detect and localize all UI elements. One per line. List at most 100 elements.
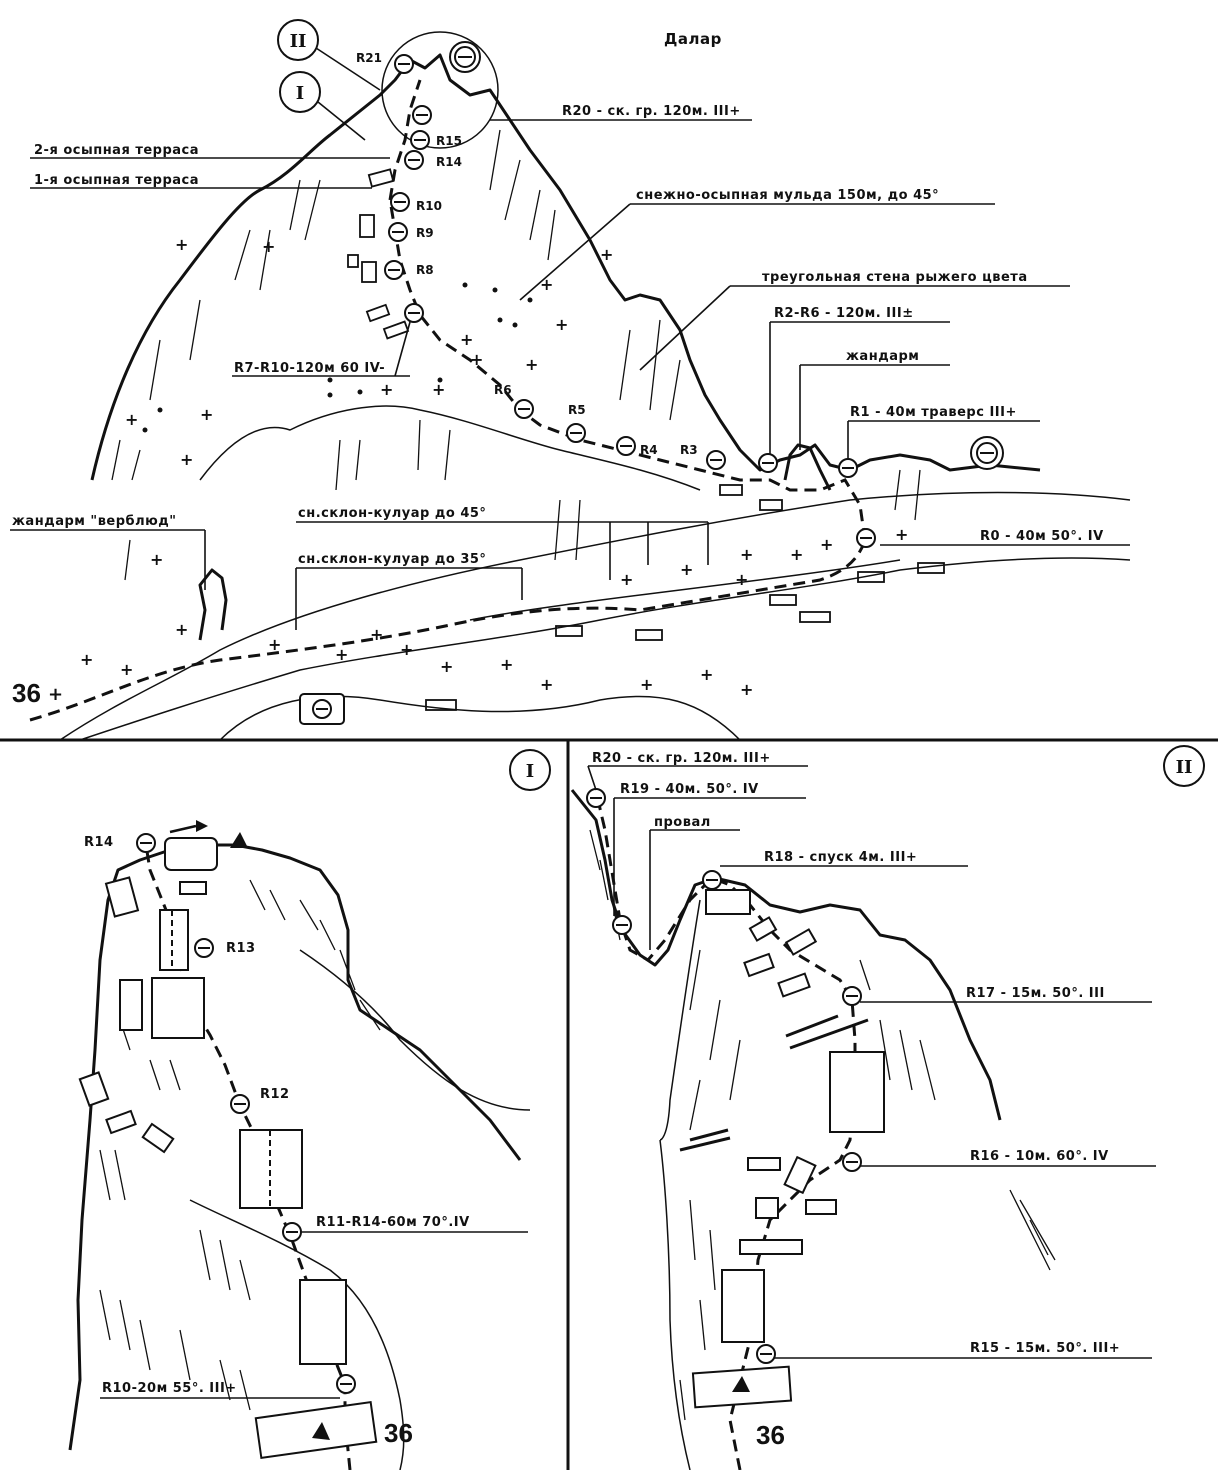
moraine-line bbox=[469, 559, 901, 621]
svg-text:+: + bbox=[740, 545, 753, 564]
belay-camp bbox=[299, 693, 345, 725]
belay-r15 bbox=[410, 130, 430, 150]
inset-marker-i: I bbox=[279, 71, 366, 141]
svg-text:R9: R9 bbox=[416, 226, 434, 240]
panel-ii-ridge bbox=[570, 789, 1002, 1121]
svg-text:+: + bbox=[470, 350, 483, 369]
panel-i-camp: 36 bbox=[384, 1418, 413, 1448]
svg-text:+: + bbox=[640, 675, 653, 694]
belay-r20-ii bbox=[586, 788, 606, 808]
label-r14: R14 bbox=[84, 835, 114, 850]
svg-text:+: + bbox=[460, 330, 473, 349]
panel-i-hatching bbox=[99, 879, 381, 1411]
panel-ii-hatching bbox=[589, 829, 1056, 1421]
svg-text:R7-R10-120м 60 IV-: R7-R10-120м 60 IV- bbox=[234, 361, 385, 376]
svg-text:+: + bbox=[735, 570, 748, 589]
svg-text:провал: провал bbox=[654, 815, 711, 830]
svg-text:R14: R14 bbox=[436, 155, 462, 169]
svg-text:+: + bbox=[400, 640, 413, 659]
svg-text:R3: R3 bbox=[680, 443, 698, 457]
belay-end bbox=[970, 436, 1004, 470]
jandarm-spire bbox=[783, 443, 832, 491]
diagram-title: Далар bbox=[664, 30, 722, 48]
panel-i-belays bbox=[136, 833, 356, 1394]
callout-kuluar35: сн.склон-кулуар до 35° bbox=[295, 552, 523, 630]
svg-text:+: + bbox=[370, 625, 383, 644]
svg-text:+: + bbox=[895, 525, 908, 544]
belay-r6 bbox=[514, 399, 534, 419]
svg-text:R8: R8 bbox=[416, 263, 434, 277]
belay-r18 bbox=[702, 870, 722, 890]
belay-r19 bbox=[612, 915, 632, 935]
belay-points bbox=[299, 41, 1004, 725]
svg-text:+: + bbox=[680, 560, 693, 579]
svg-text:+: + bbox=[175, 620, 188, 639]
slab-symbols bbox=[347, 168, 945, 711]
callout-proval: провал bbox=[649, 815, 740, 950]
callout-r16: R16 - 10м. 60°. IV bbox=[860, 1149, 1156, 1167]
callout-r0: R0 - 40м 50°. IV bbox=[880, 529, 1130, 546]
svg-text:жандарм "верблюд": жандарм "верблюд" bbox=[12, 514, 177, 529]
svg-text:+: + bbox=[540, 275, 553, 294]
main-panel: Далар +++ +++ +++ +++ + bbox=[10, 19, 1131, 741]
inset-marker-ii: II bbox=[277, 19, 381, 91]
svg-text:сн.склон-кулуар до 45°: сн.склон-кулуар до 45° bbox=[298, 506, 486, 521]
camel-gendarme-shape bbox=[198, 568, 228, 641]
belay-top bbox=[412, 105, 432, 125]
callout-r19: R19 - 40м. 50°. IV bbox=[613, 782, 806, 916]
belay-r14 bbox=[404, 150, 424, 170]
belay-r17 bbox=[842, 986, 862, 1006]
svg-text:R20 - ск. гр. 120м. III+: R20 - ск. гр. 120м. III+ bbox=[592, 751, 771, 766]
svg-text:II: II bbox=[1176, 757, 1193, 778]
point-labels: R21 R15 R14 R10 R9 R8 R6 R5 R4 R3 bbox=[356, 51, 698, 457]
belay-r2 bbox=[758, 453, 778, 473]
belay-r15-ii bbox=[756, 1344, 776, 1364]
callout-r2r6: R2-R6 - 120м. III± bbox=[769, 306, 950, 455]
svg-text:2-я осыпная терраса: 2-я осыпная терраса bbox=[34, 143, 199, 158]
svg-text:+: + bbox=[380, 380, 393, 399]
svg-text:+: + bbox=[700, 665, 713, 684]
svg-text:+: + bbox=[600, 245, 613, 264]
terrain-symbols: +++ +++ +++ +++ +++ +++ +++ +++ +++ +++ … bbox=[80, 235, 908, 699]
belay-r21 bbox=[394, 54, 414, 74]
panel-ii-face bbox=[659, 1139, 691, 1470]
svg-text:треугольная стена рыжего цвета: треугольная стена рыжего цвета bbox=[762, 270, 1028, 285]
belay-r1 bbox=[838, 458, 858, 478]
panel-i-ridge2 bbox=[299, 949, 531, 1111]
callout-kuluar45: сн.склон-кулуар до 45° bbox=[296, 506, 709, 580]
callout-r10-i: R10-20м 55°. III+ bbox=[100, 1381, 340, 1399]
svg-text:+: + bbox=[432, 380, 445, 399]
svg-text:+: + bbox=[440, 657, 453, 676]
svg-text:+: + bbox=[268, 635, 281, 654]
svg-text:+: + bbox=[540, 675, 553, 694]
svg-text:+: + bbox=[80, 650, 93, 669]
camp-tent-icon-ii bbox=[732, 1376, 750, 1392]
svg-text:R4: R4 bbox=[640, 443, 658, 457]
belay-r13 bbox=[194, 938, 214, 958]
panel-i-face bbox=[189, 1199, 405, 1470]
mountain-ridge bbox=[90, 53, 1041, 481]
svg-text:+: + bbox=[555, 315, 568, 334]
callout-r15-ii: R15 - 15м. 50°. III+ bbox=[774, 1341, 1152, 1359]
ridge-lower bbox=[199, 405, 701, 491]
inset-circle bbox=[381, 31, 499, 149]
svg-text:+: + bbox=[500, 655, 513, 674]
svg-text:R6: R6 bbox=[494, 383, 512, 397]
callout-r1: R1 - 40м траверс III+ bbox=[847, 405, 1040, 458]
callout-r20-ii: R20 - ск. гр. 120м. III+ bbox=[587, 751, 808, 791]
svg-text:R1 - 40м траверс III+: R1 - 40м траверс III+ bbox=[850, 405, 1017, 420]
svg-text:+: + bbox=[740, 680, 753, 699]
svg-text:+: + bbox=[525, 355, 538, 374]
svg-text:сн.склон-кулуар до 35°: сн.склон-кулуар до 35° bbox=[298, 552, 486, 567]
svg-text:+: + bbox=[180, 450, 193, 469]
belay-r7 bbox=[404, 303, 424, 323]
belay-r10 bbox=[390, 192, 410, 212]
callout-r7r10: R7-R10-120м 60 IV- bbox=[232, 321, 411, 377]
main-route bbox=[29, 539, 867, 722]
belay-r10-i bbox=[336, 1374, 356, 1394]
svg-text:+: + bbox=[120, 660, 133, 679]
svg-text:+: + bbox=[48, 684, 64, 705]
callout-r17: R17 - 15м. 50°. III bbox=[860, 986, 1152, 1003]
svg-text:+: + bbox=[820, 535, 833, 554]
